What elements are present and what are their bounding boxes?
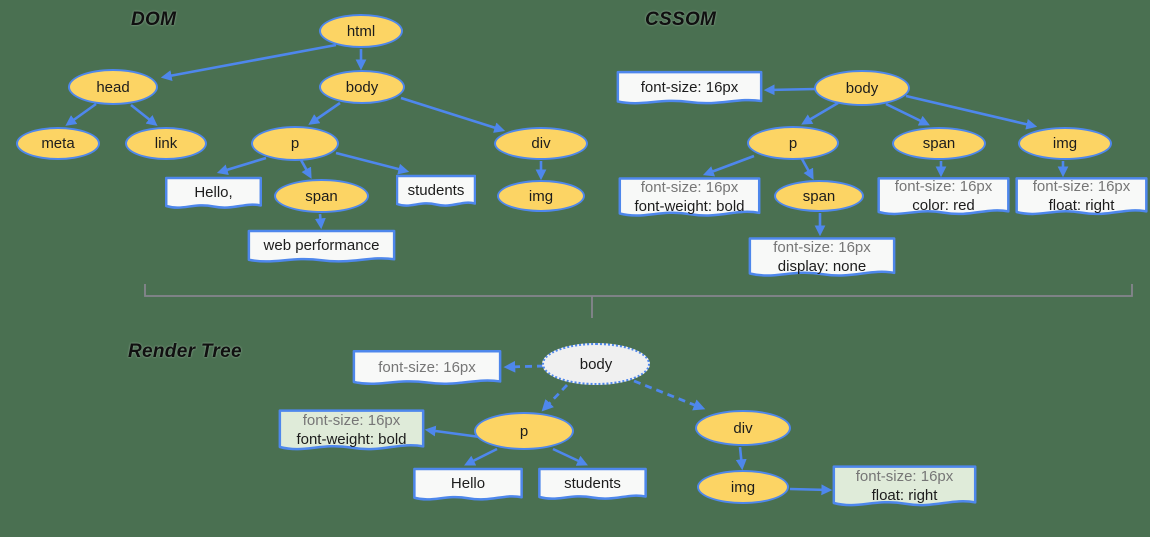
arrow-dom-html-head: [160, 43, 337, 81]
dom-link-label: link: [154, 135, 178, 152]
dom-html-label: html: [346, 22, 376, 40]
render-body-rule-box: font-size: 16px: [352, 349, 502, 393]
render-p-rule-line2: font-weight: bold: [296, 431, 407, 448]
cssom-img-rule-line2: float: right: [1048, 197, 1115, 214]
arrow-render-p-hello: [464, 447, 498, 466]
dom-body-node: body: [319, 70, 405, 104]
cssom-body-rule-box: font-size: 16px: [616, 70, 763, 112]
cssom-p-rule-line2: font-weight: bold: [634, 198, 745, 215]
dom-head-label: head: [96, 78, 130, 96]
render-img-label: img: [730, 478, 756, 496]
dom-p-node: p: [251, 126, 339, 161]
render-body-label: body: [579, 355, 613, 373]
dom-html-node: html: [319, 14, 403, 48]
arrow-render-div-img: [735, 446, 747, 471]
dom-hello-textbox: Hello,: [165, 176, 262, 216]
arrow-dom-span-webperf: [314, 213, 326, 230]
arrow-dom-p-students: [335, 151, 410, 175]
dom-head-node: head: [68, 69, 158, 105]
cssom-span-inner-rule-line2: display: none: [777, 258, 867, 275]
arrow-cssom-body-rule: [763, 84, 817, 96]
dom-img-node: img: [497, 180, 585, 212]
cssom-span-node: span: [892, 127, 986, 160]
arrow-render-body-p: [541, 384, 569, 412]
render-body-node: body: [542, 343, 650, 385]
dom-meta-node: meta: [16, 127, 100, 160]
cssom-p-node: p: [747, 126, 839, 160]
arrow-cssom-body-span: [885, 102, 930, 126]
dom-students-textbox: students: [396, 174, 476, 214]
dom-hello-label: Hello,: [194, 183, 233, 201]
dom-div-label: div: [531, 135, 551, 152]
cssom-p-rule-line1: font-size: 16px: [640, 179, 739, 196]
cssom-span-rule-line1: font-size: 16px: [894, 178, 993, 195]
render-p-node: p: [474, 412, 574, 450]
dom-meta-label: meta: [41, 135, 75, 152]
arrow-cssom-body-p: [801, 101, 839, 125]
cssom-span-rule-line2: color: red: [912, 197, 975, 214]
dom-div-node: div: [494, 127, 588, 160]
cssom-span-inner-rule-line1: font-size: 16px: [773, 239, 871, 256]
render-p-rule-box: font-size: 16px font-weight: bold: [278, 408, 425, 460]
dom-web-performance-textbox: web performance: [247, 229, 396, 270]
render-hello-textbox: Hello: [413, 467, 523, 508]
cssom-img-node: img: [1018, 127, 1112, 160]
arrow-dom-head-link: [130, 103, 158, 127]
render-hello-label: Hello: [450, 475, 486, 492]
arrow-render-body-div: [633, 379, 706, 411]
cssom-span-inner-label: span: [802, 187, 836, 205]
cssom-span-rule-box: font-size: 16px color: red: [877, 176, 1010, 224]
render-p-rule-line1: font-size: 16px: [302, 412, 401, 429]
dom-title: DOM: [131, 9, 177, 30]
arrow-dom-body-div: [400, 96, 506, 133]
arrow-render-img-rule: [789, 484, 833, 496]
cssom-p-label: p: [788, 134, 798, 152]
dom-students-label: students: [407, 181, 465, 199]
cssom-body-label: body: [845, 79, 879, 97]
render-img-rule-line2: float: right: [871, 487, 938, 504]
dom-img-label: img: [528, 187, 554, 205]
render-img-rule-line1: font-size: 16px: [855, 468, 954, 485]
arrow-dom-p-span: [299, 159, 312, 179]
arrow-dom-head-meta: [65, 102, 97, 126]
dom-body-label: body: [345, 78, 379, 96]
render-div-node: div: [695, 410, 791, 446]
cssom-img-rule-line1: font-size: 16px: [1032, 178, 1131, 195]
cssom-span-label: span: [922, 135, 956, 152]
cssom-span-inner-rule-box: font-size: 16px display: none: [748, 236, 896, 286]
cssom-span-inner-node: span: [774, 180, 864, 212]
cssom-img-rule-box: font-size: 16px float: right: [1015, 176, 1148, 224]
arrow-cssom-p-rule: [702, 154, 755, 177]
render-img-node: img: [697, 470, 789, 504]
arrow-cssom-p-span: [800, 158, 814, 180]
render-p-label: p: [519, 422, 529, 440]
cssom-body-node: body: [814, 70, 910, 106]
cssom-p-rule-box: font-size: 16px font-weight: bold: [618, 176, 761, 226]
arrow-cssom-body-img: [905, 94, 1038, 130]
arrow-render-p-students: [552, 447, 588, 466]
render-img-rule-box: font-size: 16px float: right: [832, 464, 977, 516]
section-bracket: [144, 284, 1133, 318]
arrow-render-body-rule: [503, 360, 545, 373]
arrow-dom-body-p: [308, 101, 341, 125]
render-students-textbox: students: [538, 467, 647, 507]
render-students-label: students: [564, 474, 621, 492]
dom-p-label: p: [290, 135, 300, 152]
render-div-label: div: [733, 419, 753, 437]
dom-link-node: link: [125, 127, 207, 160]
cssom-img-label: img: [1052, 135, 1078, 152]
arrow-dom-p-hello: [216, 156, 267, 175]
render-tree-title: Render Tree: [128, 341, 242, 362]
dom-web-performance-label: web performance: [263, 237, 380, 254]
render-body-rule-line1: font-size: 16px: [378, 358, 476, 376]
dom-span-node: span: [274, 179, 369, 213]
arrow-render-p-rule: [424, 425, 481, 439]
cssom-title: CSSOM: [645, 9, 717, 30]
dom-span-label: span: [305, 187, 338, 205]
cssom-body-rule-line1: font-size: 16px: [640, 78, 739, 96]
